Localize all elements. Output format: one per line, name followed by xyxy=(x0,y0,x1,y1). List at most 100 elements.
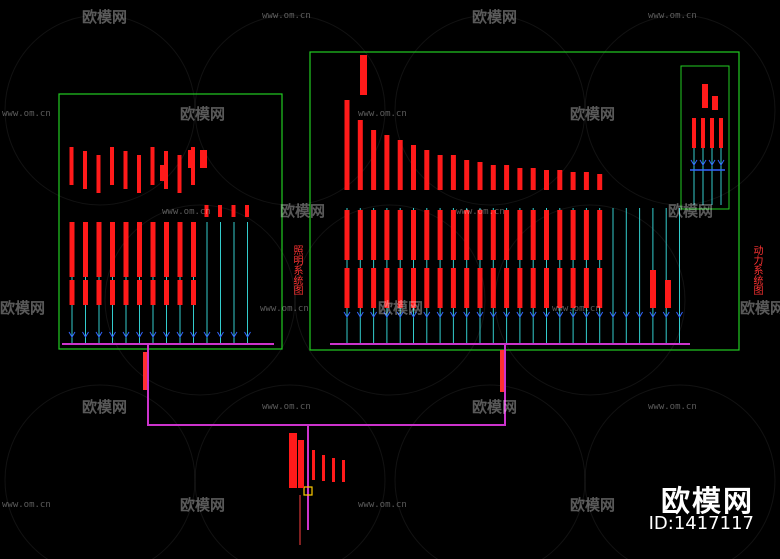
breaker-block xyxy=(191,280,196,305)
watermark-brand: 欧模网 xyxy=(180,105,226,123)
lighting-panel-title: 照明系统图 xyxy=(291,245,302,295)
breaker-label-block xyxy=(450,210,456,260)
watermark-brand: 欧模网 xyxy=(570,105,616,123)
circuit-name-block xyxy=(137,155,141,193)
node-marker xyxy=(463,311,471,318)
watermark-brand: 欧模网 xyxy=(472,398,518,416)
node-marker xyxy=(569,311,577,318)
circuit-name-block xyxy=(96,155,101,193)
breaker-block xyxy=(357,268,363,308)
breaker-label-block xyxy=(110,222,115,277)
circuit-name-block xyxy=(123,151,128,189)
node-marker xyxy=(203,331,211,338)
spare-label-block xyxy=(245,205,249,217)
node-marker xyxy=(230,331,238,338)
node-marker xyxy=(122,331,130,338)
node-marker xyxy=(503,311,511,318)
breaker-label-block xyxy=(384,210,390,260)
node-marker xyxy=(622,311,630,318)
breaker-block xyxy=(344,268,350,308)
breaker-block xyxy=(583,268,589,308)
watermark-url: www.om.cn xyxy=(2,500,51,510)
circuit-name-block xyxy=(344,100,350,190)
node-marker xyxy=(163,331,170,338)
breaker-label-block xyxy=(344,210,350,260)
main-incoming-notes xyxy=(312,450,345,482)
node-marker xyxy=(543,311,550,318)
breaker-label-block xyxy=(557,210,563,260)
circuit-name-block xyxy=(712,96,718,110)
brand-logo-text: 欧模网 xyxy=(660,484,754,518)
breaker-block xyxy=(544,268,549,308)
watermark-url: www.om.cn xyxy=(162,207,211,217)
watermark-url: www.om.cn xyxy=(358,500,407,510)
circuit-name-block xyxy=(477,162,483,190)
watermark-url: www.om.cn xyxy=(260,304,309,314)
node-marker xyxy=(68,331,76,338)
circuit-name-block xyxy=(384,135,390,190)
breaker-block xyxy=(437,268,443,308)
circuit-name-block xyxy=(583,172,589,190)
breaker-block xyxy=(83,280,88,305)
node-marker xyxy=(690,159,698,166)
sub-panel-circuits xyxy=(690,84,725,205)
main-incoming-block-2 xyxy=(298,440,304,488)
circuit-name-block xyxy=(597,174,603,190)
watermark-brand: 欧模网 xyxy=(82,398,128,416)
watermark-brand: 欧模网 xyxy=(378,299,424,317)
node-marker xyxy=(516,311,524,318)
node-marker xyxy=(356,311,364,318)
breaker-label-block xyxy=(397,210,403,260)
breaker-label-block xyxy=(504,210,510,260)
node-marker xyxy=(699,159,707,166)
breaker-label-block xyxy=(570,210,576,260)
circuit-name-block xyxy=(570,172,576,190)
breaker-label-block xyxy=(123,222,129,277)
watermark-url: www.om.cn xyxy=(262,11,311,21)
watermark-brand: 欧模网 xyxy=(0,299,46,317)
watermark-brand: 欧模网 xyxy=(570,496,616,514)
breaker-label-block xyxy=(357,210,363,260)
circuit-name-block xyxy=(83,151,87,189)
node-marker xyxy=(95,331,103,338)
breaker-block xyxy=(164,280,169,305)
breaker-label-block xyxy=(477,210,483,260)
node-marker xyxy=(449,311,457,318)
breaker-block xyxy=(517,268,523,308)
breaker-block xyxy=(397,268,403,308)
watermark-brand: 欧模网 xyxy=(82,8,128,26)
power-feeder-label xyxy=(500,350,504,392)
circuit-name-block xyxy=(397,140,403,190)
circuit-name-block xyxy=(357,120,363,190)
breaker-label-block xyxy=(437,210,443,260)
breaker-label-block xyxy=(464,210,470,260)
breaker-label-block xyxy=(137,222,142,277)
watermark-brand: 欧模网 xyxy=(472,8,518,26)
circuit-name-block xyxy=(504,165,510,190)
brand-id-label: ID:1417117 xyxy=(648,513,754,534)
circuit-name-block xyxy=(490,165,496,190)
breaker-block xyxy=(557,268,563,308)
circuit-name-block xyxy=(200,150,207,168)
node-marker xyxy=(383,311,391,318)
node-marker xyxy=(136,331,143,338)
breaker-label-block xyxy=(371,210,377,260)
node-marker xyxy=(676,311,683,318)
watermark-url: www.om.cn xyxy=(648,402,697,412)
power-panel-title: 动力系统图 xyxy=(751,245,762,295)
power-panel-frame xyxy=(309,51,740,351)
breaker-block xyxy=(477,268,483,308)
node-marker xyxy=(436,311,444,318)
node-marker xyxy=(396,311,404,318)
breaker-label-block xyxy=(411,210,416,260)
watermark-url: www.om.cn xyxy=(262,402,311,412)
breaker-block xyxy=(530,268,536,308)
breaker-block xyxy=(69,280,75,305)
node-marker xyxy=(708,159,716,166)
breaker-label-block xyxy=(83,222,88,277)
watermark-circles xyxy=(4,14,776,559)
breaker-block xyxy=(570,268,576,308)
circuit-name-block xyxy=(177,155,182,193)
watermark-url: www.om.cn xyxy=(2,109,51,119)
breaker-label-block xyxy=(424,210,430,260)
